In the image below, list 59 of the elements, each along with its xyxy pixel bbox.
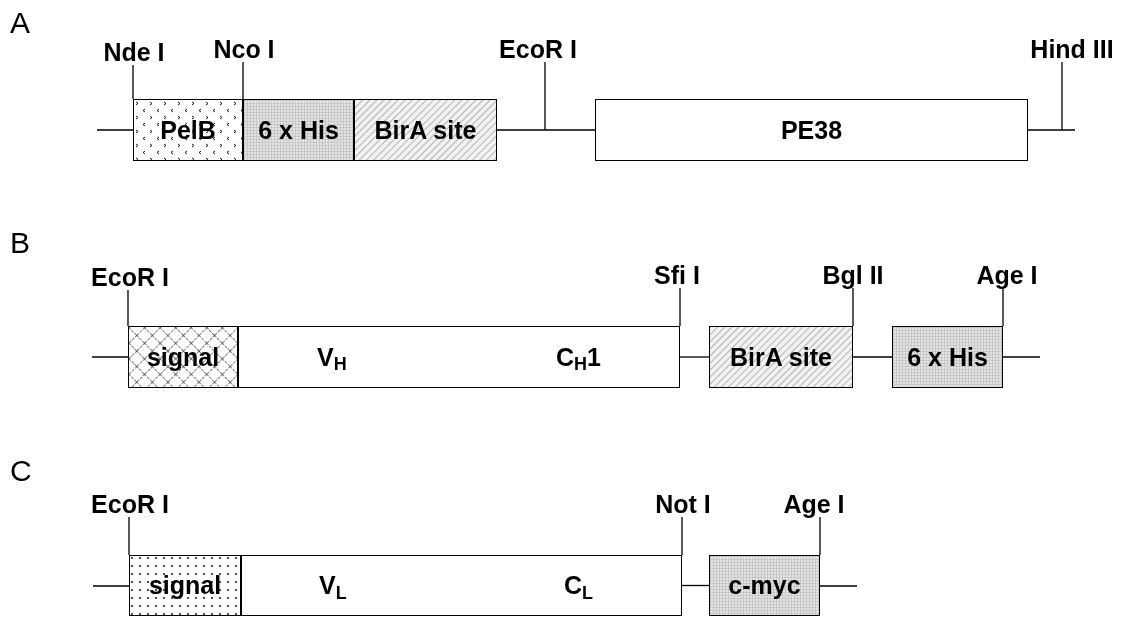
restriction-site-label: EcoR I xyxy=(91,264,169,290)
segment-label: V$_{H}$ xyxy=(317,344,347,370)
dna-backbone-line xyxy=(96,129,134,131)
restriction-site-label: EcoR I xyxy=(91,491,169,517)
gene-segment-box xyxy=(129,555,241,616)
gene-segment-box xyxy=(709,326,853,388)
gene-segment-box xyxy=(709,555,820,616)
gene-segment-box xyxy=(354,99,497,161)
leader-line xyxy=(679,287,681,327)
gene-segment-box xyxy=(128,326,238,388)
segment-label: BirA site xyxy=(374,117,477,143)
leader-line xyxy=(544,61,546,131)
dna-backbone-line xyxy=(679,356,710,358)
gene-segment-box xyxy=(243,99,354,161)
leader-line xyxy=(132,64,134,100)
restriction-site-label: Bgl II xyxy=(822,262,884,288)
dna-backbone-line xyxy=(1027,129,1076,131)
segment-label: signal xyxy=(146,344,220,370)
dna-backbone-line xyxy=(92,585,130,587)
dna-backbone-line xyxy=(496,129,596,131)
segment-label: PE38 xyxy=(780,117,843,143)
dna-backbone-line xyxy=(681,584,710,587)
leader-line xyxy=(127,289,129,327)
panel-letter: C xyxy=(10,456,32,486)
leader-line xyxy=(1002,287,1004,327)
restriction-site-label: Not I xyxy=(655,491,711,517)
dna-backbone-line xyxy=(1002,356,1041,358)
gene-segment-box xyxy=(892,326,1003,388)
restriction-site-label: Age I xyxy=(783,491,845,517)
restriction-site-label: Age I xyxy=(976,262,1038,288)
dna-backbone-line xyxy=(852,356,893,358)
leader-line xyxy=(681,516,683,556)
segment-label: 6 x His xyxy=(907,344,988,370)
panel-letter: A xyxy=(10,8,30,38)
segment-label: C$_{H}$1 xyxy=(556,344,601,370)
restriction-site-label: Hind III xyxy=(1030,36,1114,62)
dna-backbone-line xyxy=(91,356,129,358)
segment-label: 6 x His xyxy=(258,117,339,143)
leader-line xyxy=(852,287,854,327)
dna-backbone-line xyxy=(819,585,858,587)
leader-line xyxy=(242,61,244,100)
leader-line xyxy=(1061,61,1063,131)
segment-label: V$_{L}$ xyxy=(319,573,347,598)
gene-segment-box xyxy=(595,99,1028,161)
restriction-site-label: EcoR I xyxy=(499,36,577,62)
leader-line xyxy=(128,516,130,556)
gene-segment-box xyxy=(238,326,680,388)
gene-segment-box xyxy=(241,555,682,616)
restriction-site-label: Sfi I xyxy=(654,262,700,288)
segment-label: C$_{L}$ xyxy=(563,573,593,598)
leader-line xyxy=(819,516,821,556)
segment-label: BirA site xyxy=(730,344,832,370)
panel-letter: B xyxy=(10,228,30,258)
segment-label: PelB xyxy=(160,117,216,143)
restriction-site-label: Nco I xyxy=(213,36,275,62)
segment-label: c-myc xyxy=(728,573,801,598)
segment-label: signal xyxy=(148,573,222,598)
gene-segment-box xyxy=(133,99,243,161)
restriction-site-label: Nde I xyxy=(103,39,165,65)
